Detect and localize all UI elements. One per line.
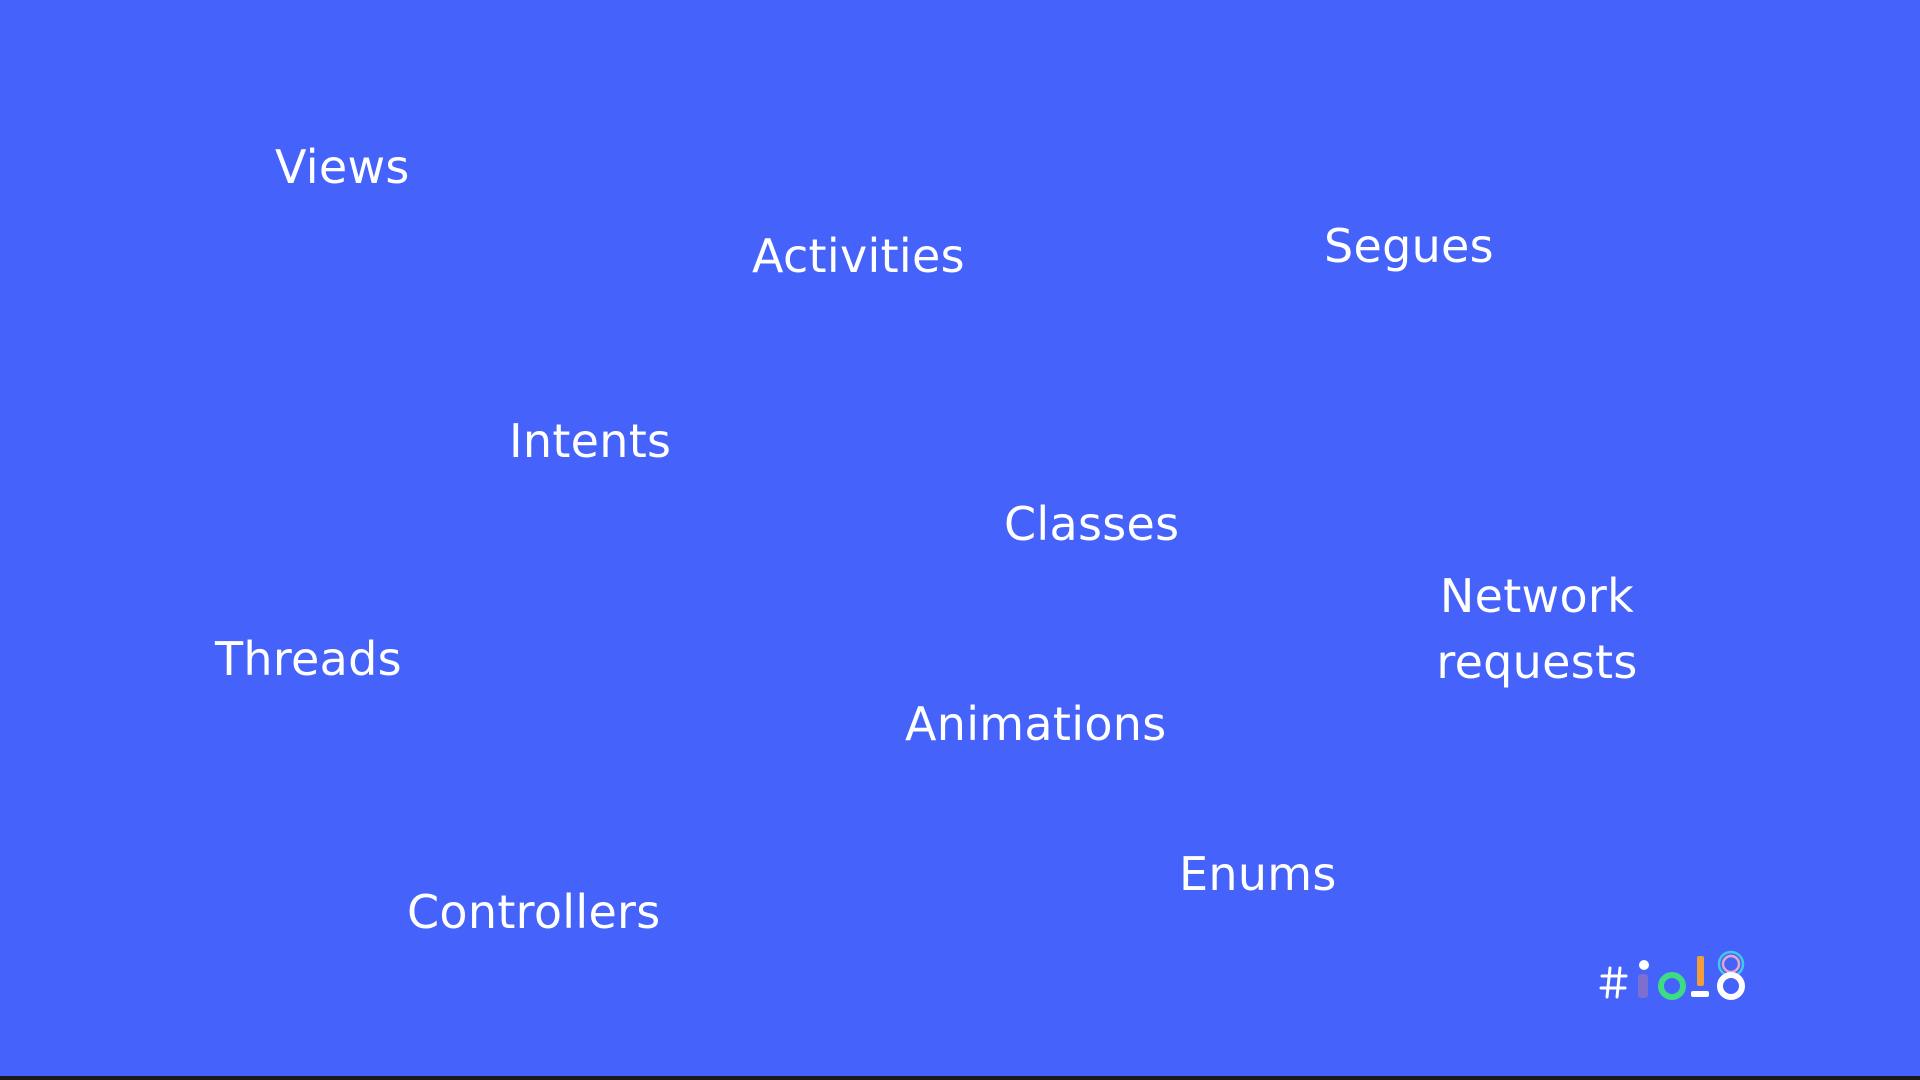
term-activities: Activities — [752, 229, 965, 283]
term-threads: Threads — [215, 632, 402, 686]
term-views: Views — [275, 140, 410, 194]
term-network-requests-line2: requests — [1436, 635, 1638, 689]
term-controllers: Controllers — [407, 885, 661, 939]
google-io-18-logo-icon — [1599, 950, 1745, 1000]
term-network-requests: Network requests — [1432, 563, 1642, 695]
term-intents: Intents — [509, 414, 672, 468]
term-enums: Enums — [1179, 847, 1337, 901]
term-classes: Classes — [1004, 497, 1180, 551]
term-animations: Animations — [905, 697, 1167, 751]
term-network-requests-line1: Network — [1439, 569, 1635, 623]
bottom-strip — [0, 1076, 1920, 1080]
term-segues: Segues — [1324, 219, 1494, 273]
